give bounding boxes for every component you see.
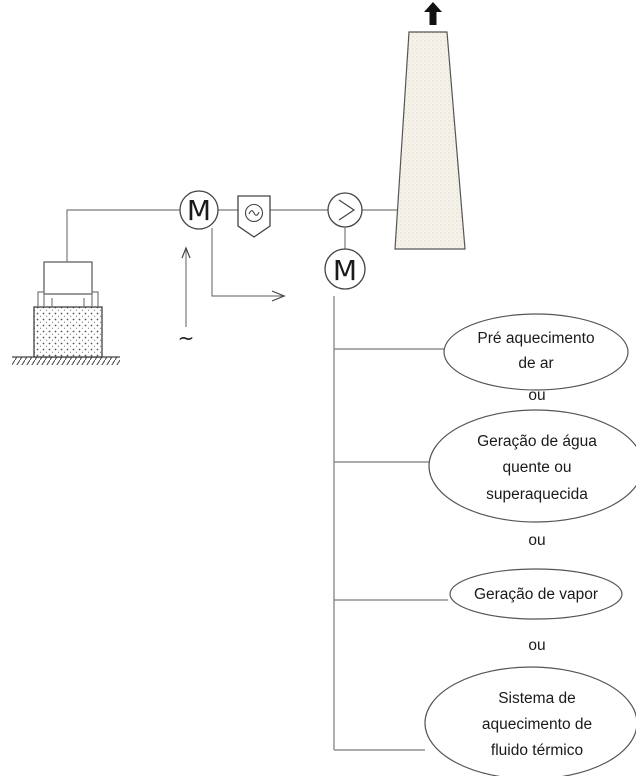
option-text-line: de ar [518,355,553,372]
option-text-line: fluido térmico [491,742,583,759]
option-hot-water: Geração de água quente ou superaquecida [428,409,636,523]
option-steam: Geração de vapor [449,568,623,620]
option-text-line: Geração de vapor [474,586,598,603]
outlet-arrow [271,290,286,302]
option-ellipse [424,666,636,776]
furnace-walls [37,291,99,307]
fan-motor-label-m: M [333,254,357,287]
ground-hatch [12,357,120,365]
fan-circle [327,192,363,228]
chimney-body [394,31,466,250]
separator-ou: ou [528,637,545,654]
filter-icon [237,195,271,238]
heat-exchanger-circle [179,190,219,230]
option-text-line: Pré aquecimento [477,330,594,347]
heat-exchanger: M [179,190,219,230]
fan-motor-circle [324,248,366,290]
separator-ou: ou [528,387,545,404]
separator-ou: ou [528,532,545,549]
flue-duct [66,209,180,262]
furnace-hood [43,261,93,295]
filter-body [237,195,271,238]
furnace-body [33,306,103,358]
option-thermal-fluid: Sistema de aquecimento de fluido térmico [424,666,636,776]
filter-ring [244,203,264,223]
option-text-line: aquecimento de [482,716,592,733]
outlet-line [211,228,285,297]
option-ellipse [443,313,629,391]
option-text-line: Sistema de [498,690,576,707]
motor-label-m: M [187,194,211,227]
exhaust-arrow-icon [424,2,442,25]
option-text-line: Geração de água [477,433,597,450]
option-text-line: superaquecida [486,486,588,503]
furnace [12,261,120,365]
filter-wave [248,210,260,216]
option-ellipse [428,409,636,523]
option-text-line: quente ou [503,459,572,476]
option-air-preheating: Pré aquecimento de ar [443,313,629,391]
chimney [394,2,466,250]
inlet-arrow [181,246,191,259]
fan-motor: M [324,248,366,290]
option-ellipse [449,568,623,620]
power-symbol: ~ [178,326,195,350]
fan-blade [338,199,356,221]
fan-icon [327,192,363,228]
